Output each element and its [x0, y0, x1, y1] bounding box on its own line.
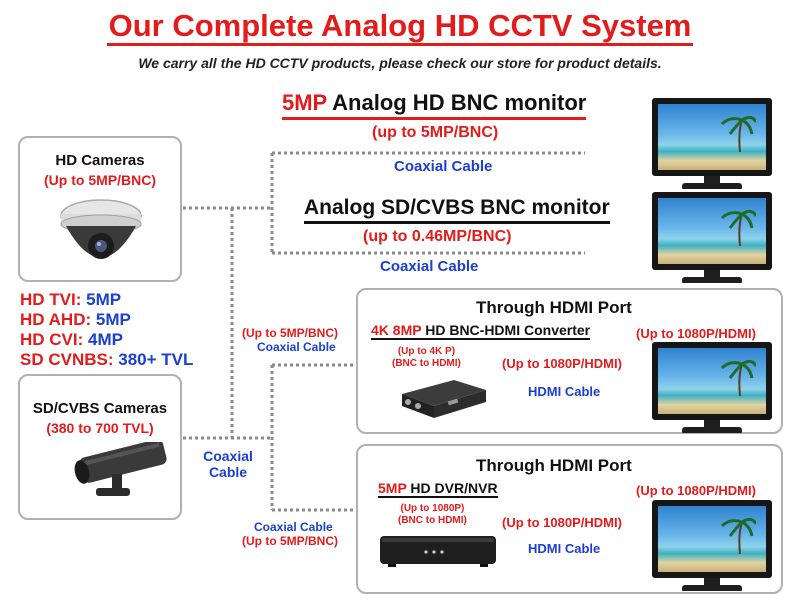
converter-input-res: (Up to 4K P)(BNC to HDMI) — [392, 346, 461, 369]
converter-monitor-icon — [652, 342, 772, 434]
dvr-monitor-icon — [652, 500, 772, 592]
bnc-hdmi-converter-icon — [402, 380, 486, 418]
sd-monitor-cable-label: Coaxial Cable — [380, 258, 479, 275]
bullet-camera-icon — [74, 442, 167, 496]
dvr-port-title: Through HDMI Port — [476, 456, 632, 475]
converter-port-title: Through HDMI Port — [476, 298, 632, 317]
dome-camera-icon — [60, 199, 142, 259]
page-title: Our Complete Analog HD CCTV System — [0, 8, 800, 46]
dvr-output-res: (Up to 1080P/HDMI) — [502, 515, 622, 530]
dvr-coax-cable-label: Coaxial Cable — [254, 520, 333, 534]
hd-monitor-icon — [652, 98, 772, 190]
page-subtitle: We carry all the HD CCTV products, pleas… — [138, 55, 662, 71]
converter-output-res: (Up to 1080P/HDMI) — [502, 356, 622, 371]
spec-hd-tvi: HD TVI: 5MP — [20, 290, 122, 309]
converter-output-res-top: (Up to 1080P/HDMI) — [636, 326, 756, 341]
dvr-output-res-top: (Up to 1080P/HDMI) — [636, 483, 756, 498]
sd-cameras-box: SD/CVBS Cameras (380 to 700 TVL) — [18, 374, 182, 520]
spec-sd-cvbs: SD CVNBS: 380+ TVL — [20, 350, 194, 369]
converter-coax-res: (Up to 5MP/BNC) — [242, 326, 338, 340]
converter-coax-cable-label: Coaxial Cable — [257, 340, 336, 354]
sd-monitor-title: Analog SD/CVBS BNC monitor — [304, 196, 610, 224]
dvr-hdmi-cable-label: HDMI Cable — [528, 541, 601, 556]
dvr-device-icon — [380, 536, 496, 567]
spec-hd-ahd: HD AHD: 5MP — [20, 310, 131, 329]
sd-cameras-subtitle: (380 to 700 TVL) — [46, 420, 154, 436]
hd-cameras-title: HD Cameras — [55, 152, 145, 169]
hd-monitor-resolution: (up to 5MP/BNC) — [372, 124, 499, 141]
converter-hdmi-cable-label: HDMI Cable — [528, 384, 601, 399]
hd-cameras-box: HD Cameras (Up to 5MP/BNC) — [18, 136, 182, 282]
dvr-device-title: 5MP HD DVR/NVR — [378, 480, 498, 498]
dvr-input-res: (Up to 1080P)(BNC to HDMI) — [398, 503, 467, 526]
sd-monitor-icon — [652, 192, 772, 284]
sd-monitor-resolution: (up to 0.46MP/BNC) — [363, 228, 512, 245]
converter-device-title: 4K 8MP HD BNC-HDMI Converter — [371, 322, 591, 340]
dvr-coax-res: (Up to 5MP/BNC) — [242, 534, 338, 548]
spec-hd-cvi: HD CVI: 4MP — [20, 330, 123, 349]
hd-cameras-subtitle: (Up to 5MP/BNC) — [44, 172, 156, 188]
sd-cameras-title: SD/CVBS Cameras — [32, 400, 168, 417]
hd-monitor-title: 5MP Analog HD BNC monitor — [282, 90, 587, 120]
hd-monitor-cable-label: Coaxial Cable — [394, 158, 493, 175]
